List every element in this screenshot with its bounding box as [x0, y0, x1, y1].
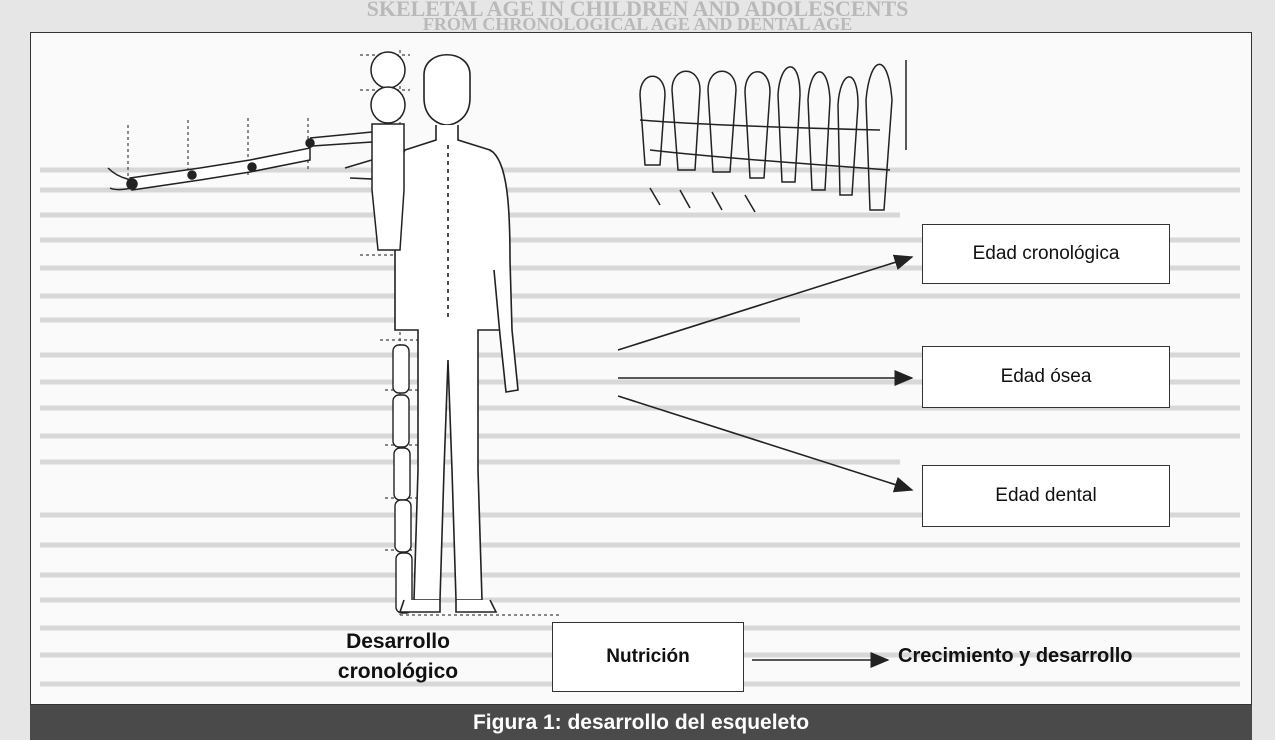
label-edad-dental: Edad dental	[995, 485, 1096, 507]
label-desarrollo-line-1: Desarrollo	[318, 627, 478, 657]
label-nutricion: Nutrición	[606, 646, 689, 668]
label-desarrollo-line-2: cronológico	[318, 657, 478, 687]
caption-text: Figura 1: desarrollo del esqueleto	[473, 711, 809, 735]
label-crecimiento-y-desarrollo: Crecimiento y desarrollo	[898, 645, 1198, 668]
growth-series-figures	[393, 345, 412, 613]
label-desarrollo-cronologico: Desarrollo cronológico	[318, 627, 478, 687]
box-edad-osea: Edad ósea	[922, 346, 1170, 408]
box-edad-cronologica: Edad cronológica	[922, 224, 1170, 284]
box-nutricion: Nutrición	[552, 622, 744, 692]
figure-caption: Figura 1: desarrollo del esqueleto	[30, 705, 1252, 740]
label-edad-cronologica: Edad cronológica	[973, 243, 1120, 265]
adult-figure	[345, 55, 518, 612]
child-figure	[310, 52, 405, 250]
box-edad-dental: Edad dental	[922, 465, 1170, 527]
arm-series	[108, 139, 314, 190]
arrow-to-edad-cronologica	[618, 257, 912, 350]
label-edad-osea: Edad ósea	[1001, 366, 1092, 388]
